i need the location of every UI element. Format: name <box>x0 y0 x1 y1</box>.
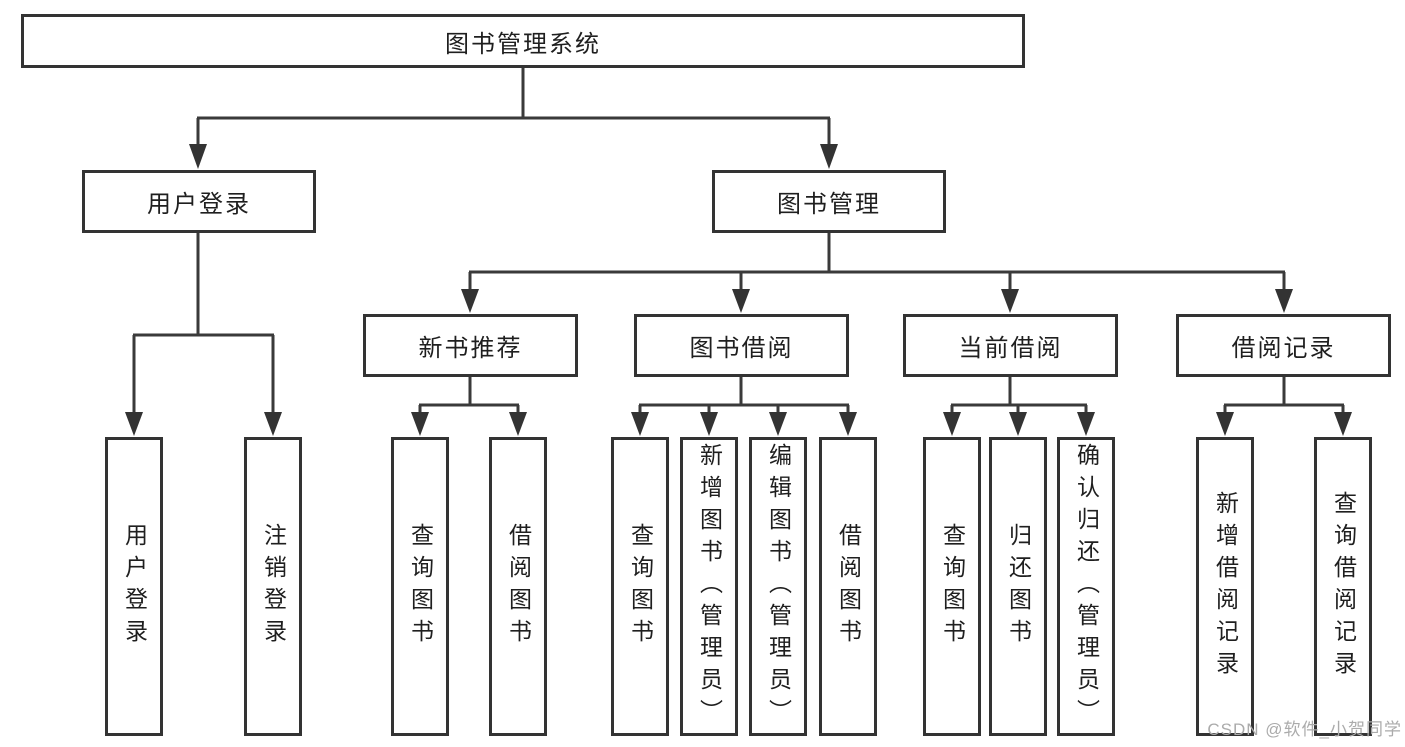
node-user-login: 用户登录 <box>82 170 316 233</box>
node-label: 编辑图书（管理员） <box>765 442 792 731</box>
leaf-recommend-query-books: 查询图书 <box>391 437 449 736</box>
node-book-borrow: 图书借阅 <box>634 314 849 377</box>
leaf-borrow-query-books: 查询图书 <box>611 437 669 736</box>
node-label: 当前借阅 <box>958 335 1063 362</box>
node-label: 归还图书 <box>1005 522 1032 651</box>
node-label: 查询借阅记录 <box>1330 490 1357 683</box>
connector-borrow-to-leaves <box>638 377 850 413</box>
leaf-borrow-add-books-admin: 新增图书（管理员） <box>680 437 738 736</box>
node-label: 图书管理系统 <box>445 30 601 58</box>
node-label: 用户登录 <box>147 191 251 218</box>
leaf-current-query-books: 查询图书 <box>923 437 981 736</box>
leaf-current-return-books: 归还图书 <box>989 437 1047 736</box>
leaf-recommend-borrow-books: 借阅图书 <box>489 437 547 736</box>
leaf-current-confirm-return-admin: 确认归还（管理员） <box>1057 437 1115 736</box>
node-label: 借阅图书 <box>505 522 532 651</box>
connector-records-to-leaves <box>1223 377 1345 413</box>
node-new-book-recommend: 新书推荐 <box>363 314 578 377</box>
leaf-records-add-record: 新增借阅记录 <box>1196 437 1254 736</box>
node-label: 确认归还（管理员） <box>1073 442 1100 731</box>
connector-mgmt-to-level3 <box>468 233 1286 290</box>
arrowheads <box>125 144 1352 436</box>
node-label: 图书管理 <box>777 191 881 218</box>
csdn-watermark: CSDN @软件_小贺同学 <box>1207 720 1402 739</box>
node-label: 用户登录 <box>121 522 148 651</box>
leaf-user-login: 用户登录 <box>105 437 163 736</box>
leaf-records-query-record: 查询借阅记录 <box>1314 437 1372 736</box>
node-label: 注销登录 <box>260 522 287 651</box>
node-label: 新增借阅记录 <box>1212 490 1239 683</box>
node-label: 新书推荐 <box>418 335 523 362</box>
node-current-borrow: 当前借阅 <box>903 314 1118 377</box>
node-label: 新增图书（管理员） <box>696 442 723 731</box>
connector-root-to-level2 <box>196 68 831 146</box>
node-label: 查询图书 <box>939 522 966 651</box>
node-root-system: 图书管理系统 <box>21 14 1025 68</box>
node-label: 查询图书 <box>407 522 434 651</box>
leaf-logout: 注销登录 <box>244 437 302 736</box>
node-label: 图书借阅 <box>689 335 794 362</box>
node-label: 借阅记录 <box>1231 335 1336 362</box>
connector-current-to-leaves <box>950 377 1088 413</box>
connector-recommend-to-leaves <box>418 377 520 413</box>
node-label: 借阅图书 <box>835 522 862 651</box>
node-borrow-records: 借阅记录 <box>1176 314 1391 377</box>
leaf-borrow-borrow-books: 借阅图书 <box>819 437 877 736</box>
node-label: 查询图书 <box>627 522 654 651</box>
node-book-management: 图书管理 <box>712 170 946 233</box>
leaf-borrow-edit-books-admin: 编辑图书（管理员） <box>749 437 807 736</box>
connector-login-to-leaves <box>132 233 275 413</box>
